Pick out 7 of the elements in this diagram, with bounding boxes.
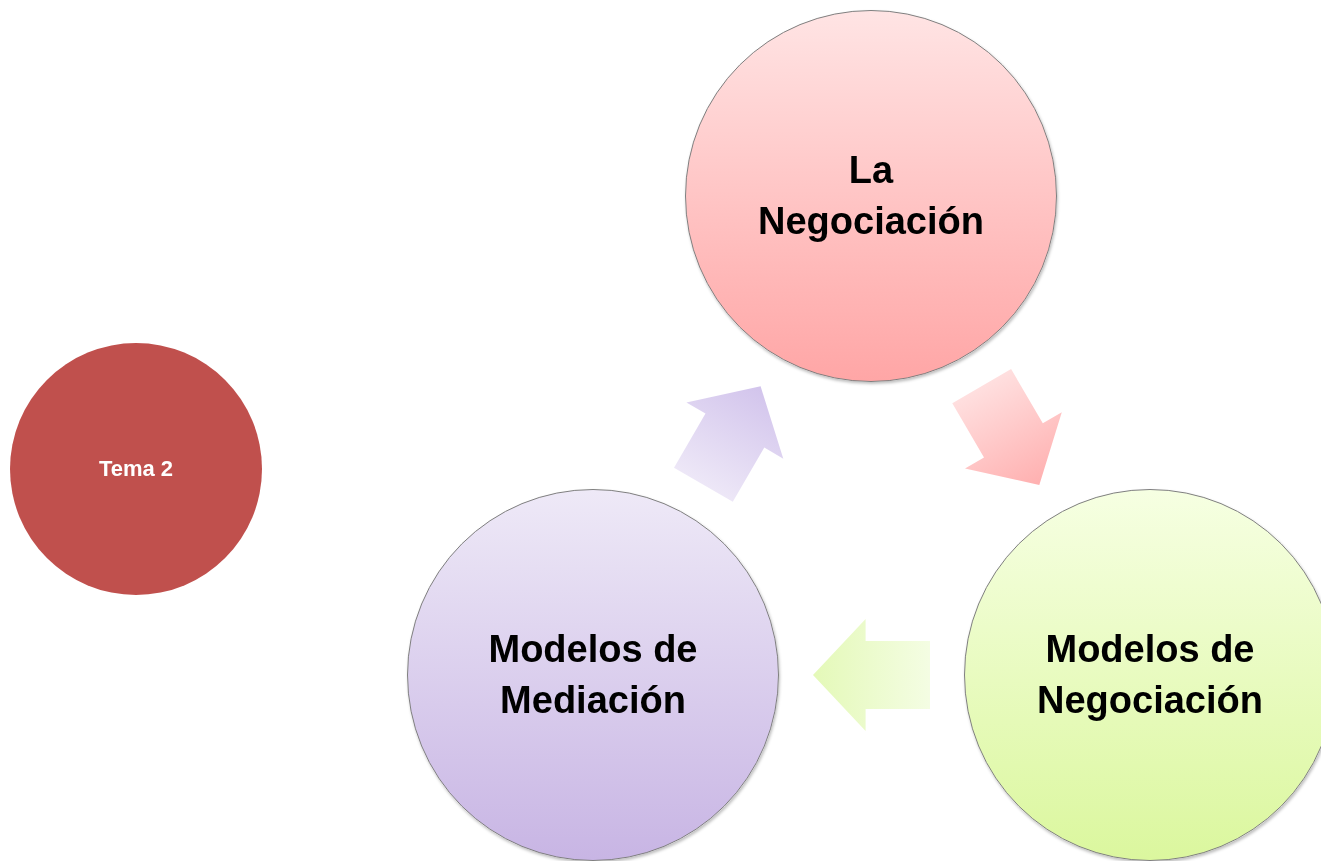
node-label: Modelos de Negociación bbox=[1036, 626, 1264, 723]
node-label: La Negociación bbox=[757, 147, 985, 244]
block-arrow bbox=[813, 619, 930, 731]
block-arrow bbox=[952, 369, 1062, 485]
node-label: Tema 2 bbox=[97, 455, 175, 484]
node-label: Modelos de Mediación bbox=[487, 626, 699, 723]
block-arrow bbox=[674, 386, 784, 502]
